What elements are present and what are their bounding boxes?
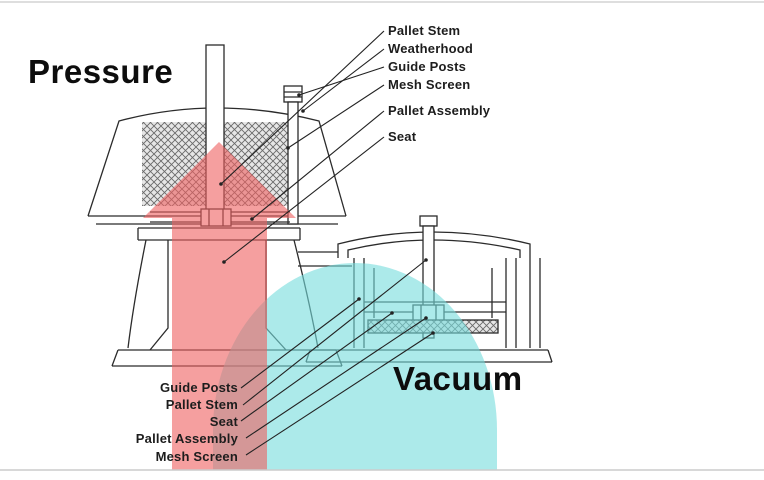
leader-seat-bottom (240, 312, 393, 422)
leader-pallet-assembly-bottom (245, 317, 427, 439)
leader-dot (431, 331, 435, 335)
label-guide-posts-pressure: Guide Posts (388, 59, 467, 74)
leader-dot (219, 182, 223, 186)
leader-pallet-stem-top (220, 30, 385, 185)
leader-dot (301, 109, 305, 113)
leader-pallet-stem-bottom (242, 259, 427, 406)
leader-mesh-screen-bottom (245, 332, 434, 456)
leader-dot (222, 260, 226, 264)
pressure-nozzle-left (149, 240, 169, 351)
pressure-title: Pressure (28, 53, 174, 90)
label-guide-posts-vacuum: Guide Posts (159, 380, 238, 395)
label-seat-vacuum: Seat (209, 414, 238, 429)
label-pallet-stem-pressure: Pallet Stem (388, 23, 461, 38)
leader-seat-top (223, 136, 385, 263)
label-seat-pressure: Seat (388, 129, 417, 144)
leader-dot (250, 217, 254, 221)
leader-pallet-assembly-top (251, 110, 385, 220)
pressure-body-left-wall (127, 239, 147, 349)
leader-dot (390, 311, 394, 315)
leader-dot (424, 258, 428, 262)
leader-mesh-screen-top (287, 84, 385, 149)
leader-guide-posts-top (298, 66, 385, 96)
leader-dot (286, 146, 290, 150)
label-pallet-assembly-vacuum: Pallet Assembly (135, 431, 238, 446)
flow-arrows-group (143, 142, 497, 470)
label-mesh-screen-vacuum: Mesh Screen (155, 449, 238, 464)
leader-guide-posts-bottom (240, 298, 360, 389)
pressure-guide-post (287, 101, 299, 225)
pressure-flow-arrow (143, 142, 296, 470)
leader-lines-group (219, 30, 435, 456)
leader-dot (357, 297, 361, 301)
leader-dot (297, 93, 301, 97)
label-pallet-stem-vacuum: Pallet Stem (165, 397, 238, 412)
label-pallet-assembly-pressure: Pallet Assembly (388, 103, 491, 118)
leader-dot (424, 316, 428, 320)
vacuum-stem-nub (419, 215, 438, 227)
vacuum-flow-arrow (213, 263, 497, 470)
vacuum-title: Vacuum (393, 360, 523, 397)
guide-post-threads (284, 91, 302, 98)
label-weatherhood: Weatherhood (388, 41, 474, 56)
label-mesh-screen-pressure: Mesh Screen (388, 77, 471, 92)
